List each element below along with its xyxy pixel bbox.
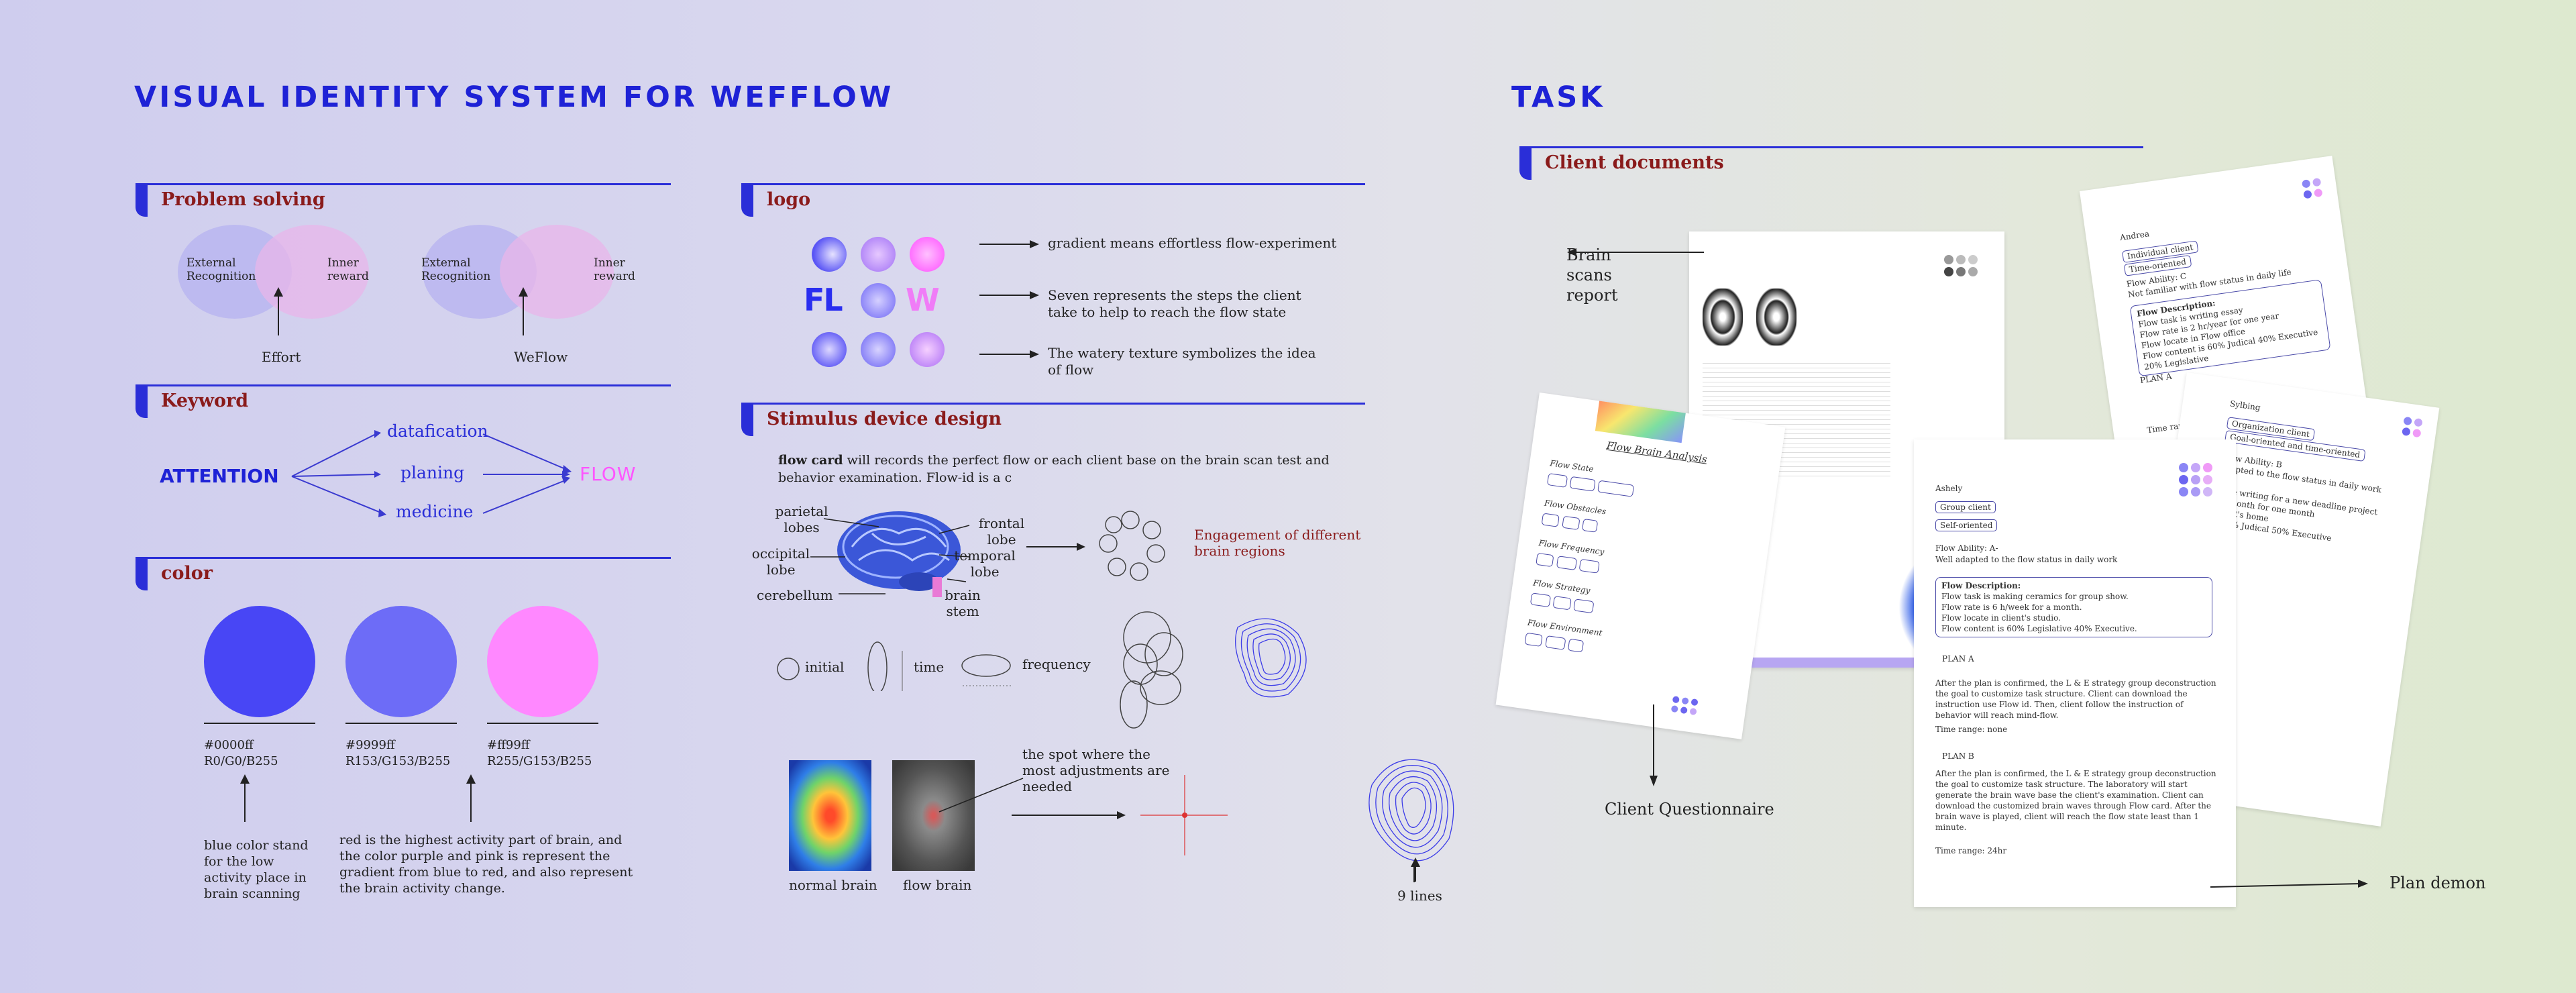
logo-note-1: gradient means effortless flow-experimen… <box>1048 235 1337 251</box>
venn2-left-label: External Recognition <box>421 256 491 283</box>
flow-brain-scan <box>892 760 975 871</box>
stimulus-intro: flow card will records the perfect flow … <box>778 453 1330 485</box>
timeline-shapes <box>777 641 1012 691</box>
section-stimulus: Stimulus device design <box>741 403 1365 445</box>
brain-label-parietal: parietal lobes <box>775 503 828 535</box>
section-heading: color <box>161 563 213 584</box>
task-title: TASK <box>1511 81 1605 114</box>
logo-note-arrows <box>979 240 1039 358</box>
section-logo: logo <box>741 183 1365 225</box>
row-frequency: frequency <box>1022 656 1091 672</box>
keyword-source: ATTENTION <box>160 465 279 487</box>
swatch-pink <box>487 606 598 717</box>
venn2-right-label: Inner reward <box>594 256 635 283</box>
venn2-caption: WeFlow <box>514 349 568 365</box>
brain-label-cerebellum: cerebellum <box>757 587 833 603</box>
plan-demon-label: Plan demon <box>2390 874 2486 892</box>
normal-brain-label: normal brain <box>789 877 877 893</box>
color-note-blue: blue color stand for the low activity pl… <box>204 838 309 901</box>
logo-dot <box>861 237 896 272</box>
swatch-pink-hex: #ff99ff <box>487 738 530 752</box>
keyword-planing: planing <box>400 463 465 482</box>
logo-dot <box>812 332 847 367</box>
section-heading: Keyword <box>161 390 249 411</box>
plan-doc-ashely: Ashely Group client Self-oriented Flow A… <box>1914 439 2236 907</box>
swatch-purple <box>345 606 457 717</box>
wave-lines-icon <box>1235 618 1307 698</box>
brain-illustration <box>837 511 961 597</box>
keyword-arrows <box>291 430 572 517</box>
section-problem-solving: Problem solving <box>136 183 671 225</box>
swatch-purple-rgb: R153/G153/B255 <box>345 754 451 768</box>
logo-dot <box>812 237 847 272</box>
overlap-circles <box>1120 611 1183 729</box>
keyword-datafication: datafication <box>387 421 488 441</box>
venn1-left-label: External Recognition <box>186 256 256 283</box>
questionnaire-arrow <box>1650 704 1658 786</box>
logo-dot <box>861 283 896 318</box>
row-time: time <box>914 659 945 675</box>
swatch-pink-rgb: R255/G153/B255 <box>487 754 592 768</box>
keyword-target: FLOW <box>580 463 637 485</box>
brain-label-temporal: temporal lobe <box>954 547 1016 580</box>
logo-letters-fl: FL <box>804 282 843 318</box>
brain-label-stem: brain stem <box>945 587 981 619</box>
swatch-blue-hex: #0000ff <box>204 738 254 752</box>
normal-brain-scan <box>789 760 871 871</box>
section-color: color <box>136 557 671 599</box>
spot-pointers <box>938 775 1228 855</box>
nine-lines-wave <box>1368 759 1454 882</box>
brain-scans-label: Brain scans report <box>1566 246 1618 305</box>
page-title: VISUAL IDENTITY SYSTEM FOR WEFFLOW <box>134 81 894 114</box>
plan-arrow <box>2210 880 2368 888</box>
spot-label: the spot where the most adjustments are … <box>1022 746 1170 794</box>
section-heading: Problem solving <box>161 189 325 210</box>
client-questionnaire-doc: Flow Brain Analysis Flow State Flow Obst… <box>1495 393 1786 739</box>
logo-note-2: Seven represents the steps the client ta… <box>1048 287 1301 320</box>
section-keyword: Keyword <box>136 384 671 427</box>
color-note-arrows <box>240 774 476 822</box>
brain-scans-arrow <box>1567 248 1704 256</box>
flow-brain-label: flow brain <box>903 877 972 893</box>
logo-note-3: The watery texture symbolizes the idea o… <box>1048 345 1316 378</box>
section-heading: logo <box>767 189 811 210</box>
section-heading: Client documents <box>1545 152 1724 173</box>
brain-label-lines <box>810 518 970 594</box>
brain-label-occipital: occipital lobe <box>751 545 810 578</box>
logo-dot <box>910 332 945 367</box>
questionnaire-label: Client Questionnaire <box>1605 800 1774 819</box>
color-note-red: red is the highest activity part of brai… <box>339 833 633 896</box>
swatch-blue <box>204 606 315 717</box>
venn1-caption: Effort <box>262 349 301 365</box>
brain-label-frontal: frontal lobe <box>978 515 1025 547</box>
nine-lines-label: 9 lines <box>1397 888 1442 904</box>
logo-letter-w: W <box>906 282 940 318</box>
section-heading: Stimulus device design <box>767 409 1002 429</box>
engagement-label: Engagement of different brain regions <box>1194 527 1361 559</box>
row-initial: initial <box>805 659 845 675</box>
keyword-medicine: medicine <box>396 502 474 521</box>
nine-lines-arrow <box>1411 857 1420 882</box>
venn1-right-label: Inner reward <box>327 256 369 283</box>
swatch-purple-hex: #9999ff <box>345 738 395 752</box>
venn-diagrams <box>178 225 614 335</box>
region-circles <box>1026 511 1165 581</box>
section-client-documents: Client documents <box>1519 146 2143 189</box>
swatch-blue-rgb: R0/G0/B255 <box>204 754 278 768</box>
logo-dot <box>861 332 896 367</box>
logo-dot <box>910 237 945 272</box>
